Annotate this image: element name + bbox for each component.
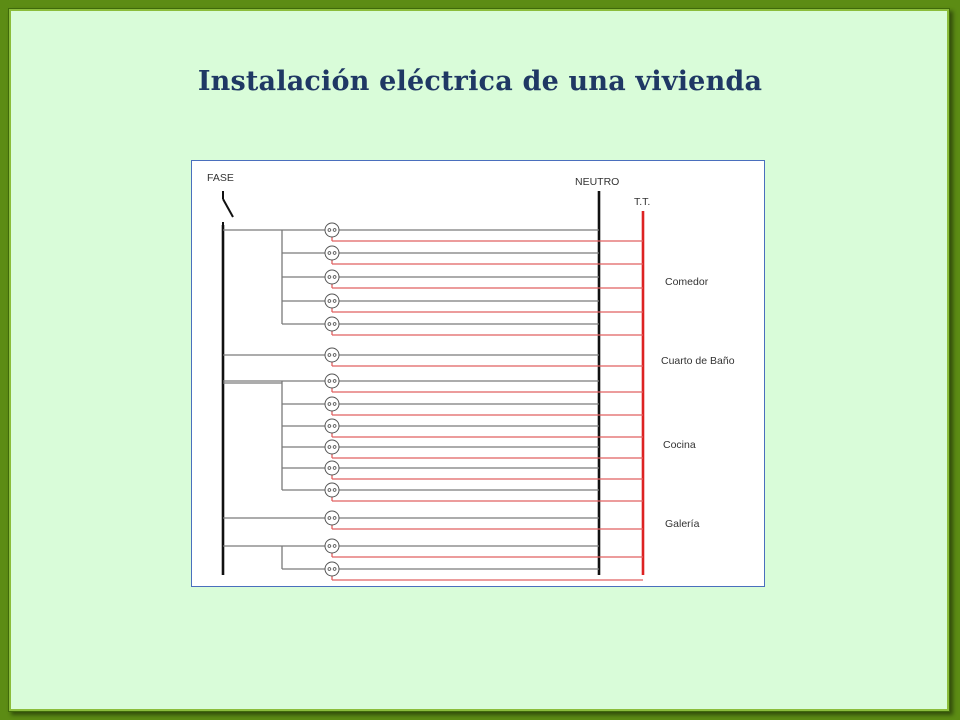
fase-label: FASE bbox=[207, 172, 234, 184]
outlet-pin-left bbox=[327, 228, 332, 232]
outlet-body bbox=[324, 418, 340, 434]
outlet-pin-right bbox=[332, 516, 337, 520]
outlet-pin-left bbox=[327, 488, 332, 492]
outlet-pin-left bbox=[327, 379, 332, 383]
outlet-body bbox=[324, 316, 340, 332]
outlet-pin-left bbox=[327, 424, 332, 428]
outlet-comedor-2 bbox=[324, 269, 340, 285]
outlet-pin-left bbox=[327, 445, 332, 449]
outlet-pin-right bbox=[332, 379, 337, 383]
outlet-pin-left bbox=[327, 275, 332, 279]
room-label-bano: Cuarto de Baño bbox=[661, 355, 735, 367]
outlet-galeria-0 bbox=[324, 510, 340, 526]
fase-switch-blade bbox=[222, 198, 234, 218]
outlet-pin-right bbox=[332, 275, 337, 279]
outlet-pin-right bbox=[332, 544, 337, 548]
outlet-pin-right bbox=[332, 353, 337, 357]
outlet-bano-0 bbox=[324, 347, 340, 363]
outlet-body bbox=[324, 439, 340, 455]
outlet-pin-left bbox=[327, 567, 332, 571]
outlet-comedor-3 bbox=[324, 293, 340, 309]
outlet-extra-1 bbox=[324, 561, 340, 577]
outlet-pin-right bbox=[332, 445, 337, 449]
outlet-pin-right bbox=[332, 567, 337, 571]
outlet-pin-left bbox=[327, 251, 332, 255]
outlet-body bbox=[324, 269, 340, 285]
outlet-body bbox=[324, 222, 340, 238]
outlet-cocina-1 bbox=[324, 396, 340, 412]
outlet-pin-right bbox=[332, 299, 337, 303]
outlet-comedor-0 bbox=[324, 222, 340, 238]
slide-title: Instalación eléctrica de una vivienda bbox=[197, 66, 763, 97]
outlet-pin-right bbox=[332, 424, 337, 428]
outlet-comedor-4 bbox=[324, 316, 340, 332]
wiring-diagram: FASE NEUTRO T.T. Comedor Cuarto de Baño … bbox=[191, 160, 765, 587]
tt-label: T.T. bbox=[634, 196, 650, 208]
outlet-pin-right bbox=[332, 228, 337, 232]
outlet-body bbox=[324, 373, 340, 389]
outlet-pin-right bbox=[332, 466, 337, 470]
outlet-body bbox=[324, 245, 340, 261]
outlet-pin-left bbox=[327, 402, 332, 406]
outlet-cocina-5 bbox=[324, 482, 340, 498]
outlet-body bbox=[324, 347, 340, 363]
outlet-pin-left bbox=[327, 299, 332, 303]
outlet-pin-right bbox=[332, 402, 337, 406]
outlet-pin-left bbox=[327, 516, 332, 520]
outlet-cocina-2 bbox=[324, 418, 340, 434]
room-label-comedor: Comedor bbox=[665, 276, 709, 288]
outlet-extra-0 bbox=[324, 538, 340, 554]
outlet-pin-left bbox=[327, 466, 332, 470]
room-label-cocina: Cocina bbox=[663, 439, 696, 451]
outlet-pin-left bbox=[327, 544, 332, 548]
outlet-body bbox=[324, 510, 340, 526]
outlet-pin-right bbox=[332, 251, 337, 255]
outlet-body bbox=[324, 460, 340, 476]
outlet-cocina-0 bbox=[324, 373, 340, 389]
outlet-body bbox=[324, 561, 340, 577]
outlet-cocina-3 bbox=[324, 439, 340, 455]
outlet-pin-left bbox=[327, 322, 332, 326]
neutro-label: NEUTRO bbox=[575, 176, 619, 188]
outlet-pin-left bbox=[327, 353, 332, 357]
room-label-galeria: Galería bbox=[665, 518, 700, 530]
outlet-body bbox=[324, 293, 340, 309]
outlet-cocina-4 bbox=[324, 460, 340, 476]
outlet-pin-right bbox=[332, 488, 337, 492]
outlet-pin-right bbox=[332, 322, 337, 326]
outlet-body bbox=[324, 538, 340, 554]
outlet-body bbox=[324, 482, 340, 498]
outlet-body bbox=[324, 396, 340, 412]
wiring-diagram-svg: FASE NEUTRO T.T. Comedor Cuarto de Baño … bbox=[207, 172, 735, 581]
outlet-comedor-1 bbox=[324, 245, 340, 261]
